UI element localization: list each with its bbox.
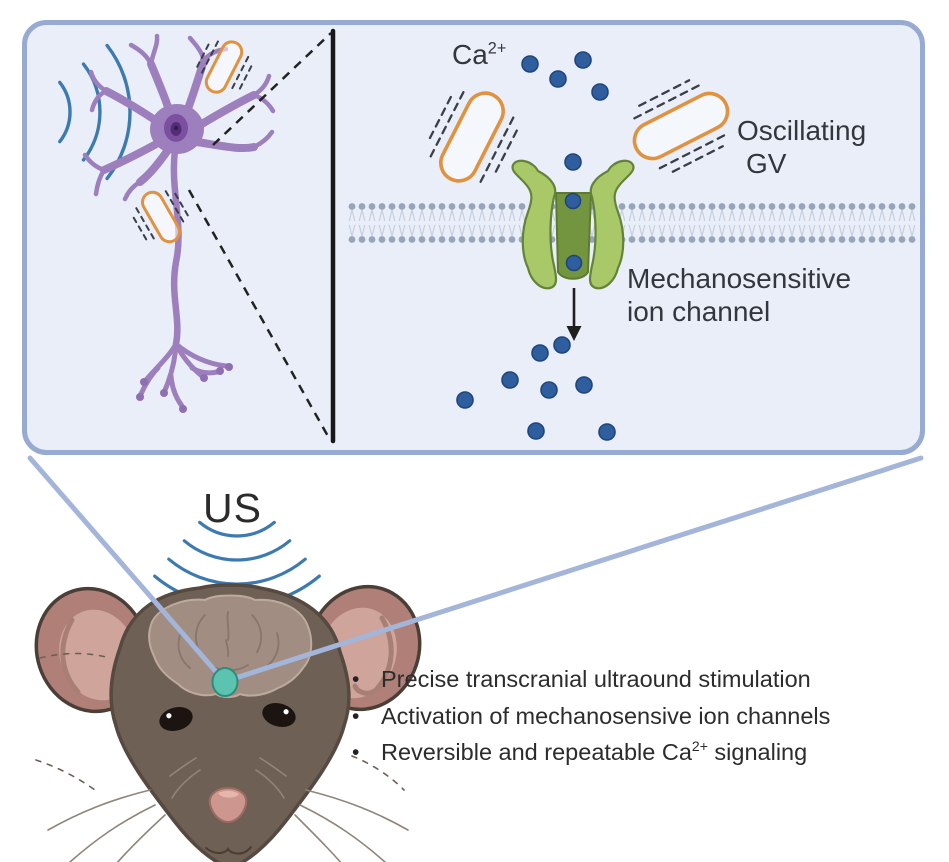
ion-channel-illustration xyxy=(511,159,635,290)
axon-terminal xyxy=(138,341,229,409)
us-label: US xyxy=(203,485,262,531)
oscillating-gv-line2: GV xyxy=(746,148,787,180)
bullet-text-sup: 2+ xyxy=(691,738,708,755)
calcium-ion-dots xyxy=(456,51,616,441)
axon xyxy=(170,146,182,348)
bullet-item: • Precise transcranial ultraound stimula… xyxy=(352,666,830,703)
bullet-item: • Activation of mechanosensive ion chann… xyxy=(352,703,830,740)
gas-vesicle-icon xyxy=(132,190,190,244)
bullet-text-prefix: Precise transcranial ultraound stimulati… xyxy=(381,666,811,692)
callout-lines xyxy=(27,455,924,684)
bullet-text: Activation of mechanosensive ion channel… xyxy=(381,703,830,730)
mouse-head-illustration xyxy=(34,583,422,862)
bullet-marker: • xyxy=(352,741,360,764)
channel-label-line2: ion channel xyxy=(627,296,771,328)
mouse-whiskers xyxy=(47,757,409,862)
mouse-eye-right xyxy=(262,703,296,727)
bullet-text-prefix: Activation of mechanosensive ion channel… xyxy=(381,702,831,729)
bullet-text: Reversible and repeatable Ca2+ signaling xyxy=(381,739,807,766)
calcium-label-sup: 2+ xyxy=(487,39,507,58)
oscillating-gv-line1: Oscillating xyxy=(737,115,867,146)
oscillating-gas-vesicle-icon xyxy=(632,79,730,173)
gas-vesicle-icon xyxy=(195,40,253,94)
lipid-membrane xyxy=(347,201,917,245)
bullet-marker: • xyxy=(352,668,360,691)
oscillating-gas-vesicle-icon xyxy=(426,91,518,183)
zoom-dashed-lines xyxy=(187,32,332,439)
mouse-whiskers-dashed xyxy=(35,652,405,791)
bullet-text-suffix: signaling xyxy=(707,739,808,765)
calcium-label: Ca2+ xyxy=(452,38,506,71)
target-site-dot xyxy=(211,667,239,697)
bullet-item: • Reversible and repeatable Ca2+ signali… xyxy=(352,739,830,776)
bullet-marker: • xyxy=(352,704,360,728)
mouse-brain-patch xyxy=(148,594,313,698)
bullet-text: Precise transcranial ultraound stimulati… xyxy=(381,666,811,693)
bullet-text-prefix: Reversible and repeatable Ca xyxy=(381,739,692,765)
calcium-label-base: Ca xyxy=(452,39,488,70)
down-arrow-icon xyxy=(566,288,582,341)
channel-label-line1: Mechanosensitive xyxy=(627,263,852,294)
neuron-illustration xyxy=(82,33,276,413)
summary-bullet-list: • Precise transcranial ultraound stimula… xyxy=(352,666,830,776)
mouse-nose xyxy=(205,786,252,855)
mouse-eye-left xyxy=(159,707,193,731)
